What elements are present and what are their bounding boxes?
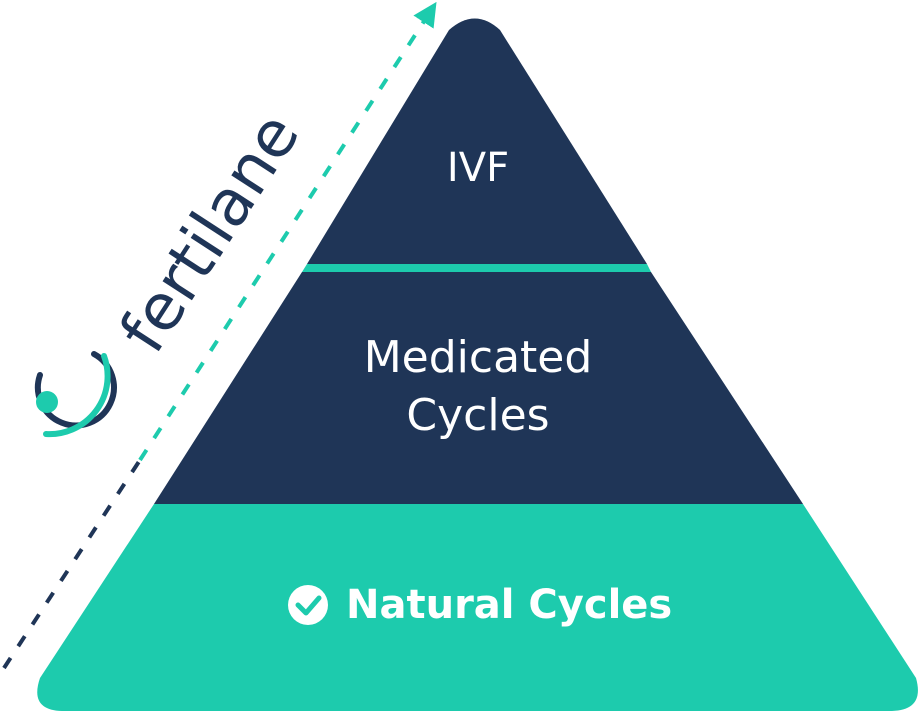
pyramid: [37, 18, 918, 711]
pyramid-tier-medicated: [154, 272, 803, 504]
pyramid-tier-ivf: [307, 18, 647, 264]
tier-label-ivf: IVF: [447, 145, 509, 191]
tier-label-medicated-line1: Medicated: [364, 332, 593, 383]
tier-separator: [302, 264, 651, 272]
progress-arrow: [2, 1, 437, 670]
tier-label-natural: Natural Cycles: [346, 582, 672, 628]
arrow-dashed-teal: [138, 1, 437, 462]
pyramid-tier-natural: [37, 504, 918, 711]
tier-label-medicated-line2: Cycles: [406, 390, 549, 441]
check-circle-icon: [288, 585, 328, 625]
fertilane-logo-icon: [34, 351, 117, 438]
